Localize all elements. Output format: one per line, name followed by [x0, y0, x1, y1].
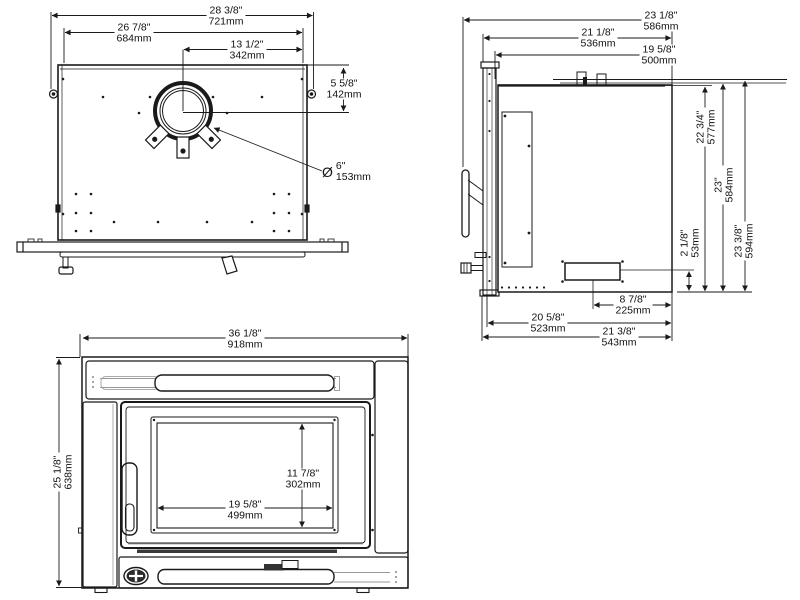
dim-height-firebox: 22 3/4" 577mm	[694, 107, 717, 147]
dim-inches: 25 1/8"	[51, 455, 64, 489]
dim-inches: 8 7/8"	[619, 293, 647, 306]
door-sill	[137, 549, 337, 553]
dim-mm: 684mm	[116, 32, 152, 44]
dim-front-width: 36 1/8" 918mm	[225, 327, 265, 350]
front-door-handle	[121, 462, 138, 536]
side-view	[460, 17, 787, 341]
bottom-vent-slot	[157, 568, 335, 585]
dim-mm: 584mm	[723, 167, 735, 203]
side-boss-right	[306, 89, 317, 99]
rear-dimension-lines	[50, 12, 349, 172]
side-rear-vent	[561, 260, 694, 309]
dim-mm: 543mm	[601, 336, 637, 348]
mounting-tab-right	[196, 124, 222, 150]
rear-view	[16, 12, 349, 275]
screw-holes	[61, 77, 304, 233]
dim-height-overall: 23 3/8" 594mm	[732, 221, 755, 261]
front-facade	[78, 356, 409, 589]
dim-flue-center-drop: 5 5/8" 142mm	[324, 77, 364, 100]
hinge-pin-top	[371, 433, 374, 437]
dim-inches: 22 3/4"	[694, 110, 707, 144]
dim-mm: 53mm	[689, 228, 701, 258]
emblem	[123, 566, 149, 586]
dim-base-depth-overall: 21 3/8" 543mm	[599, 325, 639, 348]
dim-front-height: 25 1/8" 638mm	[51, 452, 74, 492]
dim-mm: 523mm	[530, 322, 566, 334]
dim-flue-center-offset: 13 1/2" 342mm	[227, 38, 267, 61]
dim-glass-width: 19 5/8" 499mm	[225, 498, 265, 521]
dim-mm: 500mm	[641, 54, 677, 66]
side-door-handle	[461, 169, 484, 238]
dim-mm: 536mm	[580, 37, 616, 49]
dim-rear-inner-width: 26 7/8" 684mm	[114, 21, 154, 44]
dim-mm: 721mm	[208, 15, 244, 27]
glass-panel	[150, 416, 339, 534]
latch-lever	[281, 560, 299, 569]
dim-inches: 23"	[712, 177, 725, 193]
dim-glass-height: 11 7/8" 302mm	[283, 467, 323, 490]
leveling-leg	[58, 256, 74, 275]
side-facade-panel	[479, 61, 500, 297]
dim-flue-diameter: Ø 6" 153mm	[322, 161, 371, 182]
dim-mm: 302mm	[285, 478, 321, 490]
dim-inches: 20 5/8"	[531, 311, 565, 324]
side-boss-left	[48, 89, 59, 99]
dim-height-mid: 23" 584mm	[712, 165, 735, 205]
dim-mm: 225mm	[615, 304, 651, 316]
dim-depth-top: 19 5/8" 500mm	[639, 43, 679, 66]
mounting-tab-left	[144, 124, 170, 150]
diameter-symbol: Ø	[322, 163, 333, 180]
rear-bracket	[221, 255, 238, 275]
flue-leader-arrow	[213, 127, 323, 172]
dim-depth-overall: 23 1/8" 586mm	[641, 9, 681, 32]
top-vent-slot	[92, 374, 340, 392]
dim-vent-back-offset: 8 7/8" 225mm	[613, 293, 653, 316]
base-ledge	[16, 238, 349, 258]
dim-mm: 499mm	[227, 509, 263, 521]
dim-inches: 13 1/2"	[230, 38, 264, 51]
dim-inches: 19 5/8"	[228, 498, 262, 511]
dim-inches: 28 3/8"	[209, 4, 243, 17]
right-column	[374, 360, 409, 554]
mounting-tab-center	[176, 136, 190, 159]
latch-plate	[264, 564, 284, 571]
dim-mm: 638mm	[62, 454, 74, 490]
dim-mm: 586mm	[643, 20, 679, 32]
dim-mm: 142mm	[326, 88, 362, 100]
dim-inches: 11 7/8"	[286, 467, 320, 480]
dim-inches: 23 1/8"	[644, 9, 678, 22]
front-view	[56, 334, 409, 594]
dim-inches: 21 1/8"	[581, 26, 615, 39]
dim-mm: 577mm	[705, 109, 717, 145]
dim-inches: 23 3/8"	[732, 224, 745, 258]
dim-inches: 5 5/8"	[330, 77, 358, 90]
foot-left	[94, 587, 108, 594]
hinge-pin-bottom	[371, 528, 374, 532]
dim-inches: 6"	[335, 160, 346, 172]
foot-right	[356, 587, 370, 594]
dim-mm: 594mm	[743, 223, 755, 259]
latch-knob	[460, 252, 487, 274]
dim-vent-bottom-offset: 2 1/8" 53mm	[678, 226, 701, 260]
dim-inches: 26 7/8"	[117, 21, 151, 34]
top-band	[85, 360, 375, 400]
dim-inches: 19 5/8"	[642, 43, 676, 56]
side-firebox-body	[497, 71, 787, 293]
dim-inches: 21 3/8"	[602, 325, 636, 338]
dim-depth-body: 21 1/8" 536mm	[578, 26, 618, 49]
door	[120, 401, 374, 553]
dim-base-depth: 20 5/8" 523mm	[528, 311, 568, 334]
dim-mm: 342mm	[229, 49, 265, 61]
dim-inches: 2 1/8"	[678, 229, 691, 257]
bottom-band	[94, 556, 409, 594]
dim-inches: 36 1/8"	[228, 327, 262, 340]
dim-rear-overall-width: 28 3/8" 721mm	[206, 4, 246, 27]
left-column	[82, 401, 118, 588]
dim-mm: 153mm	[335, 170, 371, 183]
dim-mm: 918mm	[227, 338, 263, 350]
